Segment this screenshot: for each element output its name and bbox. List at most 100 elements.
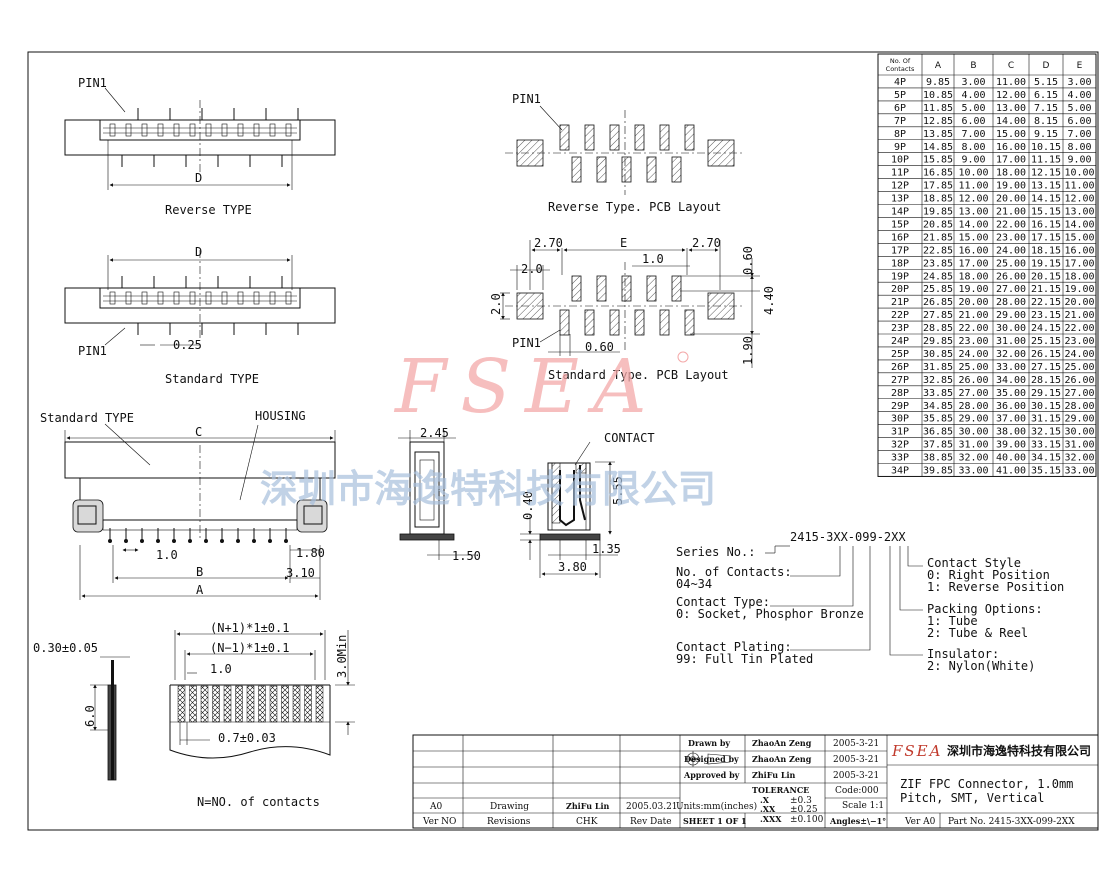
- pcb-pad: [684, 124, 695, 151]
- table-cell: 10.00: [1064, 168, 1094, 179]
- contact-pin: [109, 291, 116, 305]
- fpc-view: 0.30±0.05 6.0 (N+1)*1±0.1 (N−1)*1±0.1 1.…: [33, 621, 355, 809]
- table-cell: 22P: [891, 310, 909, 321]
- table-cell: 9.15: [1034, 129, 1058, 140]
- table-cell: 39.00: [996, 440, 1026, 451]
- code-label: Code:000: [835, 786, 879, 796]
- drawn-label: Drawn by: [688, 738, 730, 748]
- pcb-pad: [559, 124, 570, 151]
- table-cell: 34.85: [923, 401, 953, 412]
- contact-dim-0-40: 0.40: [521, 491, 535, 520]
- table-cell: 36.85: [923, 427, 953, 438]
- table-cell: 11P: [891, 168, 909, 179]
- table-cell: 16.85: [923, 168, 953, 179]
- contact-dim-1-35: 1.35: [592, 542, 621, 556]
- table-cell: 15.00: [996, 129, 1026, 140]
- table-cell: 33P: [891, 453, 909, 464]
- table-cell: 20.00: [1064, 297, 1094, 308]
- table-cell: 18.00: [1064, 271, 1094, 282]
- contact-pin: [253, 291, 260, 305]
- table-cell: 13P: [891, 194, 909, 205]
- table-cell: 18.15: [1031, 245, 1061, 256]
- fpc-pad: [304, 685, 312, 723]
- sheet-border: [27, 51, 1099, 831]
- title-company: 深圳市海逸特科技有限公司: [947, 743, 1091, 758]
- pcb-pad: [559, 309, 570, 336]
- packing-1: 1: Tube: [927, 614, 978, 628]
- standard-type-title: Standard TYPE: [165, 372, 259, 386]
- insulator-label: Insulator:: [927, 647, 999, 661]
- table-cell: 7P: [894, 116, 906, 127]
- fpc-dim-0-7: 0.7±0.03: [218, 731, 276, 745]
- rev-ver: A0: [429, 802, 442, 812]
- side-view: 2.45 1.50: [398, 426, 481, 563]
- housing-dim-b: B: [196, 565, 203, 579]
- fpc-dim-3-0: 3.0Min: [335, 635, 349, 678]
- reverse-pcb-pin1-label: PIN1: [512, 92, 541, 106]
- fpc-pad: [200, 685, 209, 723]
- table-cell: 8P: [894, 129, 906, 140]
- table-cell: 33.00: [1064, 466, 1094, 477]
- approved-date: 2005-3-21: [833, 771, 879, 781]
- table-header: D: [1043, 61, 1050, 71]
- housing-pin-foot: [124, 539, 128, 543]
- description-line-1: ZIF FPC Connector, 1.0mm: [900, 777, 1073, 791]
- pcb-dim-4-40: 4.40: [762, 286, 776, 315]
- table-cell: 9.85: [926, 77, 950, 88]
- table-header: No. Of: [890, 57, 911, 65]
- table-cell: 21P: [891, 297, 909, 308]
- table-cell: 20.15: [1031, 271, 1061, 282]
- table-cell: 16.00: [1064, 245, 1094, 256]
- rev-desc: Drawing: [490, 802, 529, 812]
- pcb-pad: [596, 275, 607, 302]
- contact-pin: [205, 291, 212, 305]
- table-cell: 5P: [894, 90, 906, 101]
- table-cell: 11.00: [958, 181, 988, 192]
- table-cell: 14P: [891, 207, 909, 218]
- table-header: Contacts: [886, 65, 915, 73]
- table-cell: 15.15: [1031, 207, 1061, 218]
- standard-type-view: D PIN1 0.25 Standard TYPE: [64, 245, 336, 386]
- table-cell: 17.00: [958, 258, 988, 269]
- table-cell: 31.00: [996, 336, 1026, 347]
- table-cell: 16.00: [958, 245, 988, 256]
- table-cell: 30.00: [958, 427, 988, 438]
- pcb-pad: [571, 156, 582, 183]
- housing-label: HOUSING: [255, 409, 306, 423]
- table-cell: 27.00: [996, 284, 1026, 295]
- contact-view: 5.55 CONTACT 0.40 1.35 3.80: [520, 431, 655, 578]
- pcb-pad: [659, 309, 670, 336]
- fpc-pad: [281, 685, 289, 723]
- projection-symbol: [685, 751, 731, 767]
- fpc-pad: [223, 685, 232, 723]
- table-cell: 29.00: [1064, 414, 1094, 425]
- approved-name: ZhiFu Lin: [752, 770, 796, 780]
- angles: Angles±\−1°: [829, 816, 886, 826]
- table-cell: 6.00: [961, 116, 985, 127]
- table-cell: 25.00: [958, 362, 988, 373]
- table-cell: 38.00: [996, 427, 1026, 438]
- table-cell: 17.00: [1064, 258, 1094, 269]
- housing-pin-foot: [204, 539, 208, 543]
- pcb-dim-2-70-left: 2.70: [534, 236, 563, 250]
- units: Units:mm(inches): [676, 801, 757, 812]
- contact-pin: [285, 123, 292, 137]
- table-cell: 22.00: [958, 323, 988, 334]
- table-cell: 15.00: [1064, 232, 1094, 243]
- table-cell: 23.00: [1064, 336, 1094, 347]
- table-cell: 26.85: [923, 297, 953, 308]
- pcb-pad: [659, 124, 670, 151]
- table-cell: 28.85: [923, 323, 953, 334]
- pcb-pad: [584, 124, 595, 151]
- table-cell: 12P: [891, 181, 909, 192]
- table-cell: 32.15: [1031, 427, 1061, 438]
- table-cell: 10P: [891, 155, 909, 166]
- housing-dim-a: A: [196, 583, 204, 597]
- part-number-callout: 2415-3XX-099-2XX Series No.: No. of Cont…: [676, 530, 1064, 673]
- contact-pin: [189, 123, 196, 137]
- table-cell: 25.00: [1064, 362, 1094, 373]
- table-cell: 24.15: [1031, 323, 1061, 334]
- table-cell: 31.85: [923, 362, 953, 373]
- housing-dim-3-10: 3.10: [286, 566, 315, 580]
